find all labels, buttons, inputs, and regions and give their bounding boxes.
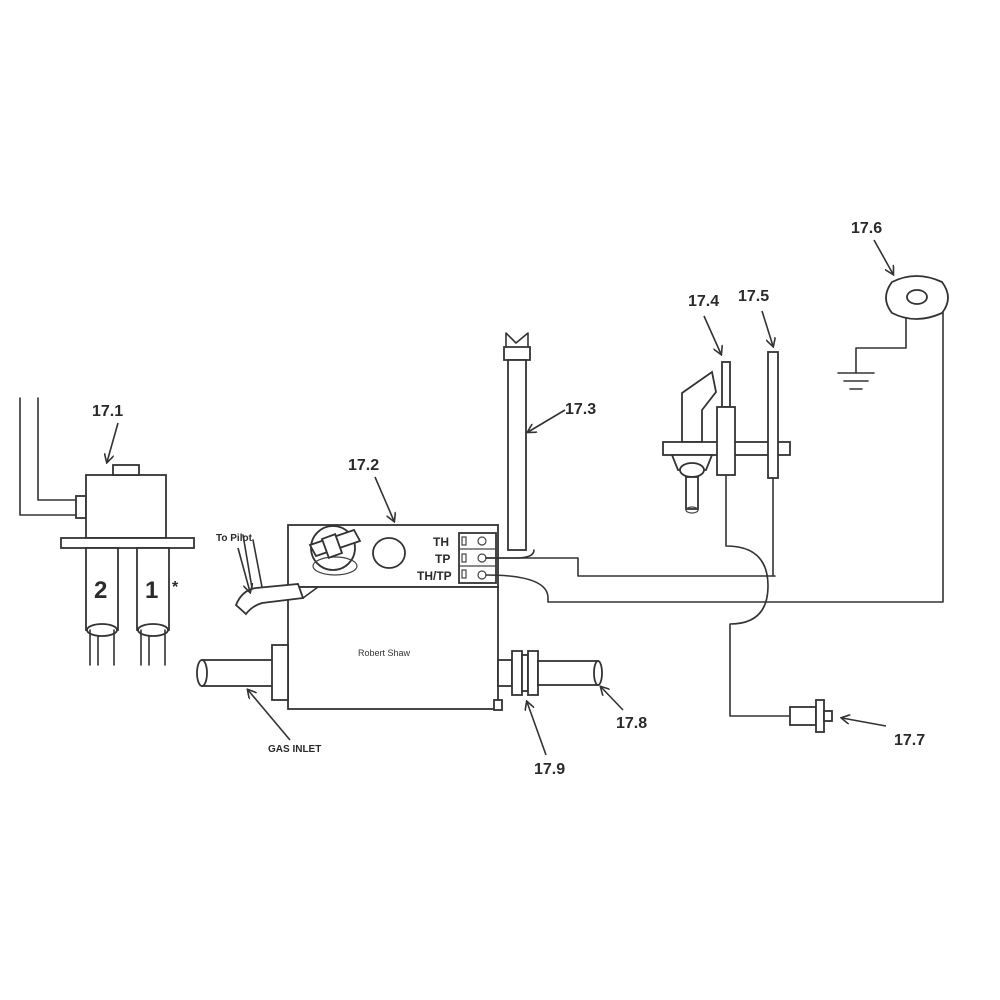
callout-17-3: 17.3 — [565, 401, 596, 418]
burner-asterisk: * — [172, 579, 179, 596]
brand-label: Robert Shaw — [358, 648, 411, 658]
gas-inlet-label: GAS INLET — [268, 744, 321, 755]
callout-17-5: 17.5 — [738, 288, 769, 305]
callout-17-1: 17.1 — [92, 403, 123, 420]
callout-17-4: 17.4 — [688, 293, 719, 310]
gas-inlet-arrow — [248, 690, 291, 741]
callout-17-2: 17.2 — [348, 457, 379, 474]
callout-17-3-arrow — [528, 409, 566, 432]
to-pilot-arrow — [237, 547, 250, 592]
callout-17-2-arrow — [374, 476, 394, 521]
callout-17-7: 17.7 — [894, 732, 925, 749]
ignitor-button — [789, 699, 833, 733]
burner-label-1: 1 — [145, 577, 158, 604]
callout-17-8-arrow — [601, 687, 624, 711]
thermocouple-tube — [485, 332, 535, 559]
terminal-tp-label: TP — [435, 552, 450, 566]
callout-17-7-arrow — [842, 718, 887, 727]
callout-17-5-arrow — [761, 310, 773, 346]
terminal-th-label: TH — [433, 535, 449, 549]
callout-17-9: 17.9 — [534, 761, 565, 778]
to-pilot-label: To Pilot — [216, 533, 253, 544]
terminal-thtp-label: TH/TP — [417, 569, 452, 583]
burner-valve-assembly — [19, 397, 195, 666]
burner-label-2: 2 — [94, 577, 107, 604]
wiring — [485, 289, 944, 717]
callout-17-6: 17.6 — [851, 220, 882, 237]
callout-17-9-arrow — [527, 702, 547, 756]
callout-17-6-arrow — [873, 239, 893, 274]
callout-17-4-arrow — [703, 315, 721, 354]
outlet-fitting — [497, 650, 539, 696]
terminal-th-screw — [477, 536, 487, 546]
ground-grommet — [885, 275, 949, 320]
gas-inlet-pipe — [196, 644, 289, 701]
callout-17-1-arrow — [107, 422, 119, 462]
pilot-assembly — [662, 351, 791, 514]
callout-17-8: 17.8 — [616, 715, 647, 732]
outlet-pipe — [537, 660, 603, 686]
